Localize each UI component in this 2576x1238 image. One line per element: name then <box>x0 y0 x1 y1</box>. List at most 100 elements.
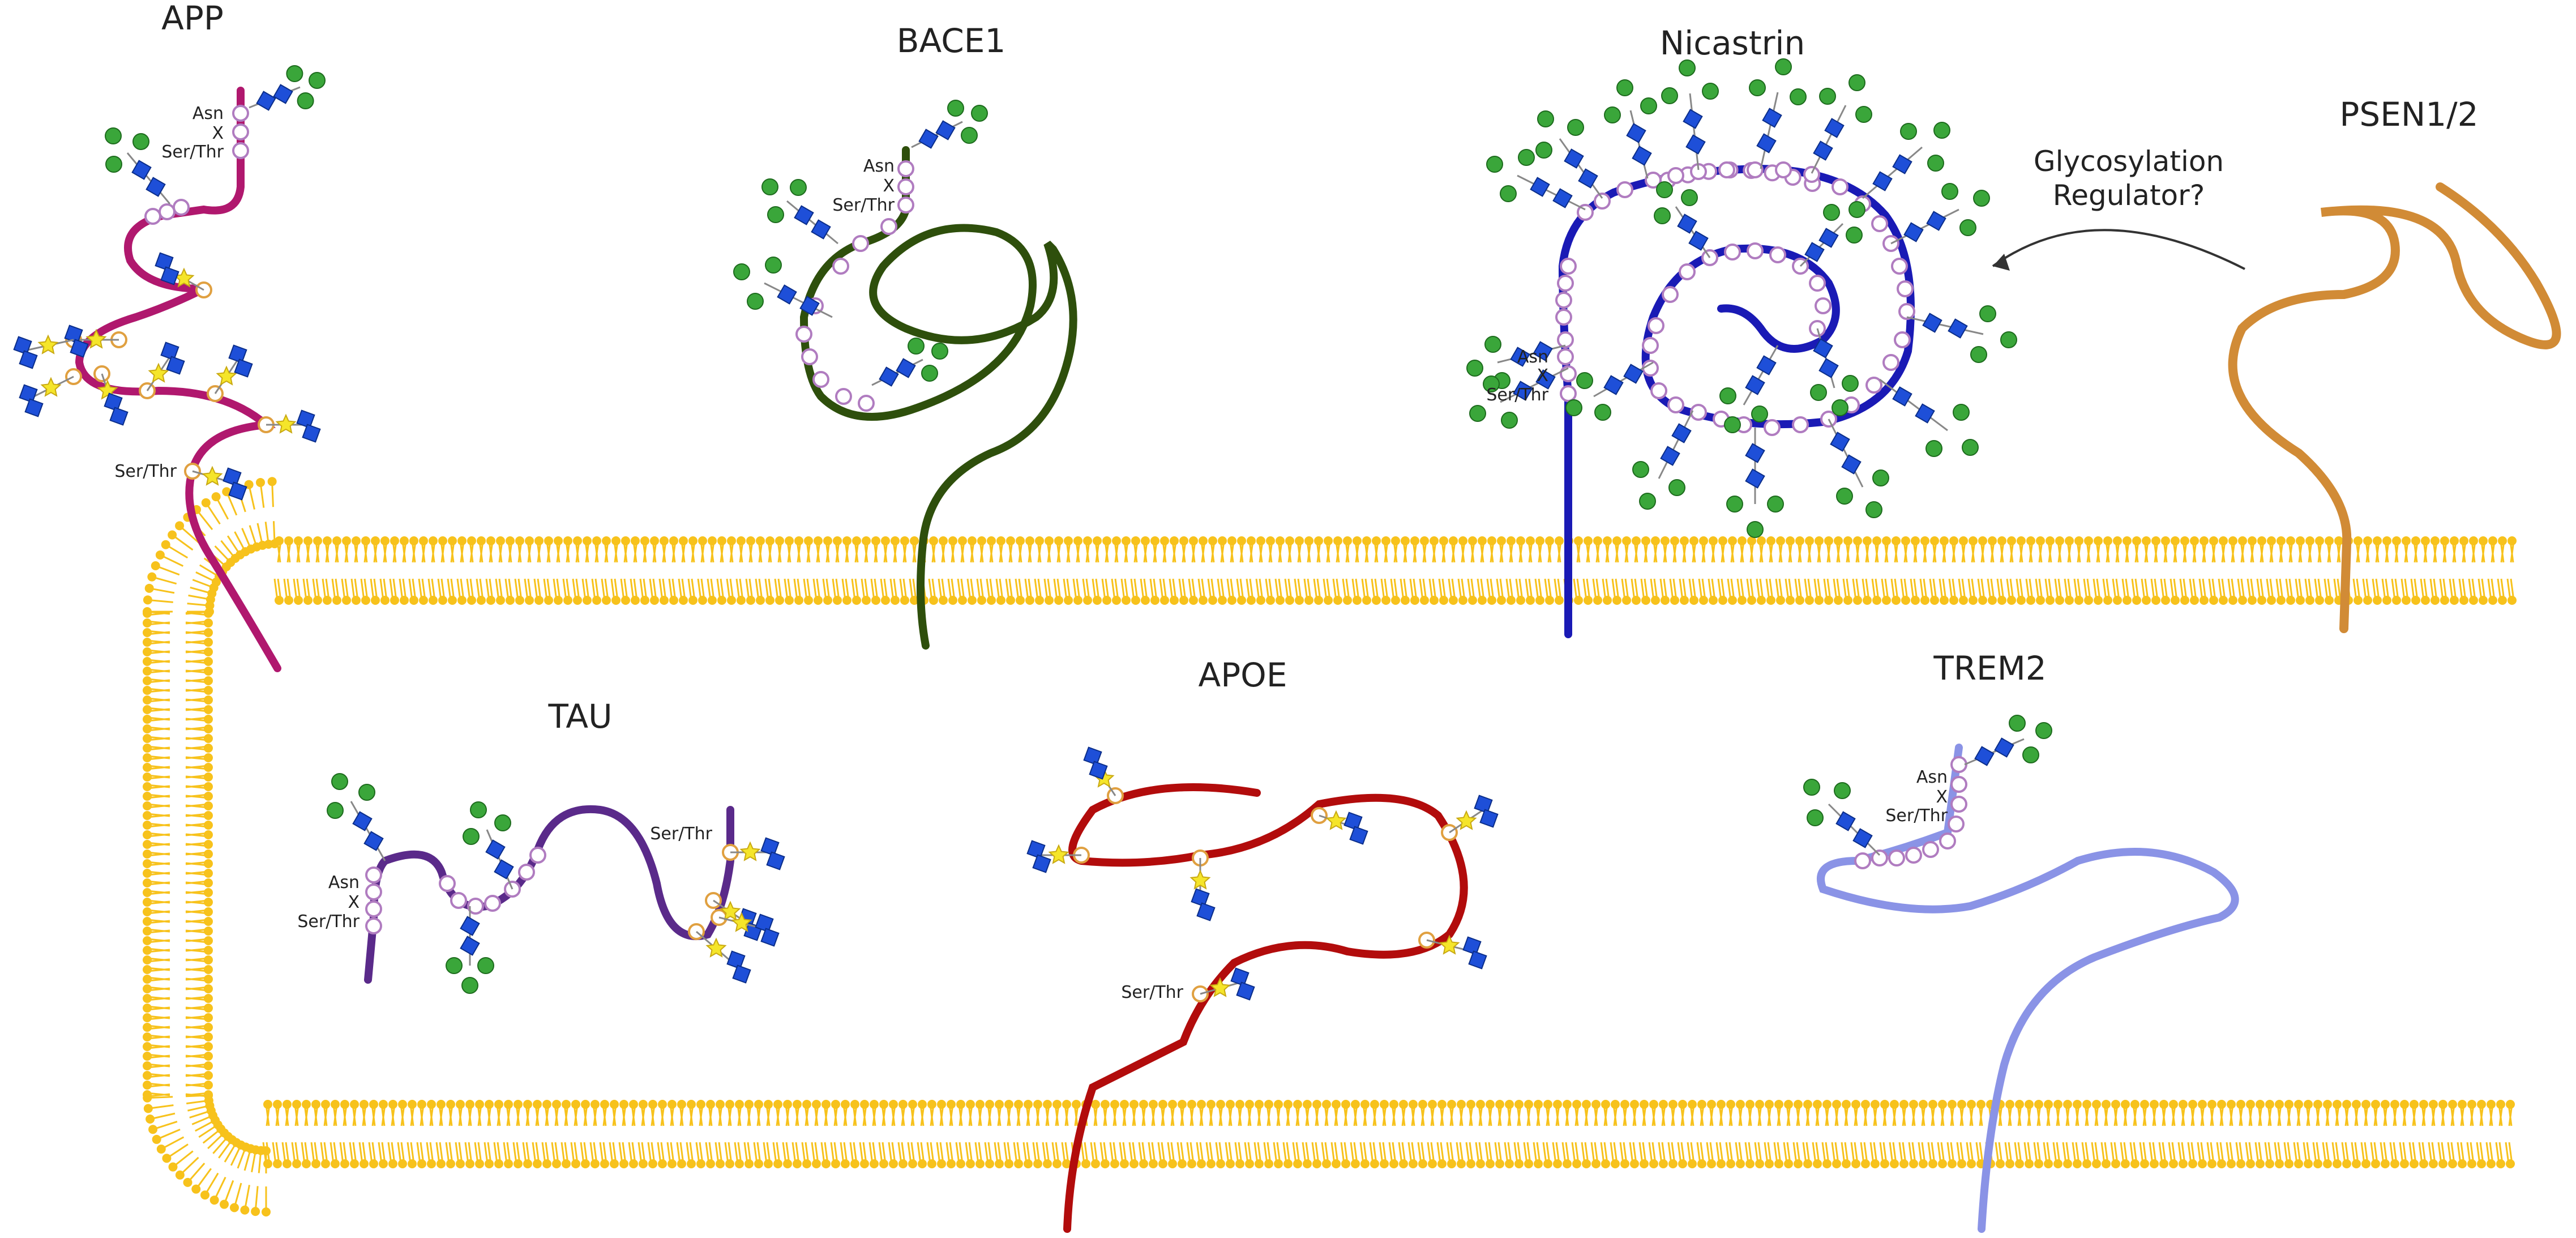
lipid-molecule <box>2334 536 2343 563</box>
lipid-molecule <box>1253 1142 1264 1168</box>
lipid-molecule <box>1871 1100 1880 1126</box>
lipid-molecule <box>2305 536 2314 563</box>
lipid-molecule <box>2294 1100 2303 1126</box>
lipid-molecule <box>1003 1142 1013 1168</box>
lipid-molecule <box>637 1142 648 1168</box>
lipid-molecule <box>1158 1100 1167 1126</box>
amino-acid-residue <box>1645 172 1662 189</box>
amino-acid-residue <box>1898 303 1915 320</box>
lipid-molecule <box>427 1100 436 1126</box>
amino-acid-residue <box>1577 204 1594 221</box>
lipid-molecule <box>2160 578 2170 605</box>
lipid-molecule <box>342 536 351 563</box>
lipid-molecule <box>1196 1142 1206 1168</box>
lipid-molecule <box>143 1013 170 1022</box>
lipid-molecule <box>417 1100 426 1126</box>
lipid-molecule <box>1148 1142 1158 1168</box>
lipid-molecule <box>783 1100 792 1126</box>
lipid-molecule <box>185 946 213 955</box>
lipid-molecule <box>1072 1100 1081 1126</box>
lipid-molecule <box>832 578 842 605</box>
lipid-molecule <box>1497 536 1506 563</box>
glcnac-square <box>160 266 179 285</box>
lipid-molecule <box>1351 578 1362 605</box>
app-chain <box>75 87 281 672</box>
app-serthr-lower-label: Ser/Thr <box>114 462 177 481</box>
lipid-molecule <box>293 578 303 605</box>
lipid-molecule <box>1080 1142 1090 1168</box>
lipid-molecule <box>1160 536 1169 563</box>
lipid-molecule <box>1696 1142 1706 1168</box>
lipid-molecule <box>1889 1142 1899 1168</box>
lipid-molecule <box>968 536 977 563</box>
lipid-molecule <box>185 1061 213 1070</box>
lipid-molecule <box>1699 536 1708 563</box>
lipid-molecule <box>291 1142 301 1168</box>
lipid-molecule <box>2439 578 2449 605</box>
amino-acid-residue <box>880 218 897 235</box>
lipid-molecule <box>1513 1142 1524 1168</box>
lipid-molecule <box>2246 1100 2255 1126</box>
lipid-molecule <box>1276 536 1285 563</box>
amino-acid-residue <box>1950 776 1967 793</box>
lipid-molecule <box>2304 1100 2313 1126</box>
lipid-molecule <box>2053 1100 2062 1126</box>
lipid-molecule <box>1033 1100 1042 1126</box>
galactose-circle <box>1803 779 1820 796</box>
lipid-molecule <box>1178 578 1188 605</box>
amino-acid-residue <box>897 197 914 214</box>
lipid-molecule <box>1773 1142 1783 1168</box>
lipid-molecule <box>1409 578 1419 605</box>
lipid-molecule <box>1582 578 1593 605</box>
lipid-molecule <box>1042 1142 1052 1168</box>
galactose-circle <box>1469 405 1486 422</box>
galactose-circle <box>1565 399 1582 416</box>
lipid-molecule <box>1292 1142 1302 1168</box>
glcnac-square <box>460 936 480 956</box>
glcnac-square <box>732 964 751 984</box>
trem2-x-label: X <box>1936 787 1948 807</box>
galactose-circle <box>309 72 326 89</box>
lipid-molecule <box>1987 578 1997 605</box>
lipid-molecule <box>2084 536 2093 563</box>
glcnac-square <box>70 339 89 358</box>
lipid-molecule <box>1997 536 2006 563</box>
lipid-molecule <box>1898 1142 1909 1168</box>
lipid-molecule <box>1189 536 1198 563</box>
lipid-molecule <box>1785 578 1795 605</box>
lipid-molecule <box>302 578 313 605</box>
lipid-molecule <box>1802 1142 1812 1168</box>
lipid-molecule <box>1226 1100 1235 1126</box>
glcnac-square <box>363 831 384 851</box>
lipid-molecule <box>948 536 957 563</box>
lipid-molecule <box>1111 578 1121 605</box>
lipid-molecule <box>1515 578 1525 605</box>
lipid-molecule <box>1977 578 1987 605</box>
amino-acid-residue <box>484 895 501 912</box>
galactose-circle <box>790 179 807 196</box>
lipid-molecule <box>1091 1100 1100 1126</box>
lipid-molecule <box>2139 1142 2149 1168</box>
glcnac-square <box>811 219 831 240</box>
glcnac-square <box>460 916 480 936</box>
lipid-molecule <box>1285 536 1294 563</box>
lipid-molecule <box>1668 1100 1678 1126</box>
lipid-molecule <box>2217 1100 2226 1126</box>
lipid-molecule <box>840 1142 850 1168</box>
lipid-molecule <box>1794 1100 1803 1126</box>
lipid-molecule <box>397 1142 407 1168</box>
lipid-molecule <box>1407 1142 1418 1168</box>
lipid-molecule <box>1629 1142 1639 1168</box>
glcnac-square <box>1196 902 1216 921</box>
lipid-molecule <box>2081 1142 2091 1168</box>
galnac-star <box>216 365 237 386</box>
lipid-molecule <box>185 849 213 859</box>
lipid-molecule <box>185 955 213 964</box>
lipid-molecule <box>650 536 659 563</box>
lipid-molecule <box>358 1142 369 1168</box>
amino-acid-residue <box>1897 280 1914 297</box>
lipid-molecule <box>185 618 213 627</box>
lipid-molecule <box>918 1100 927 1126</box>
lipid-molecule <box>1526 536 1535 563</box>
